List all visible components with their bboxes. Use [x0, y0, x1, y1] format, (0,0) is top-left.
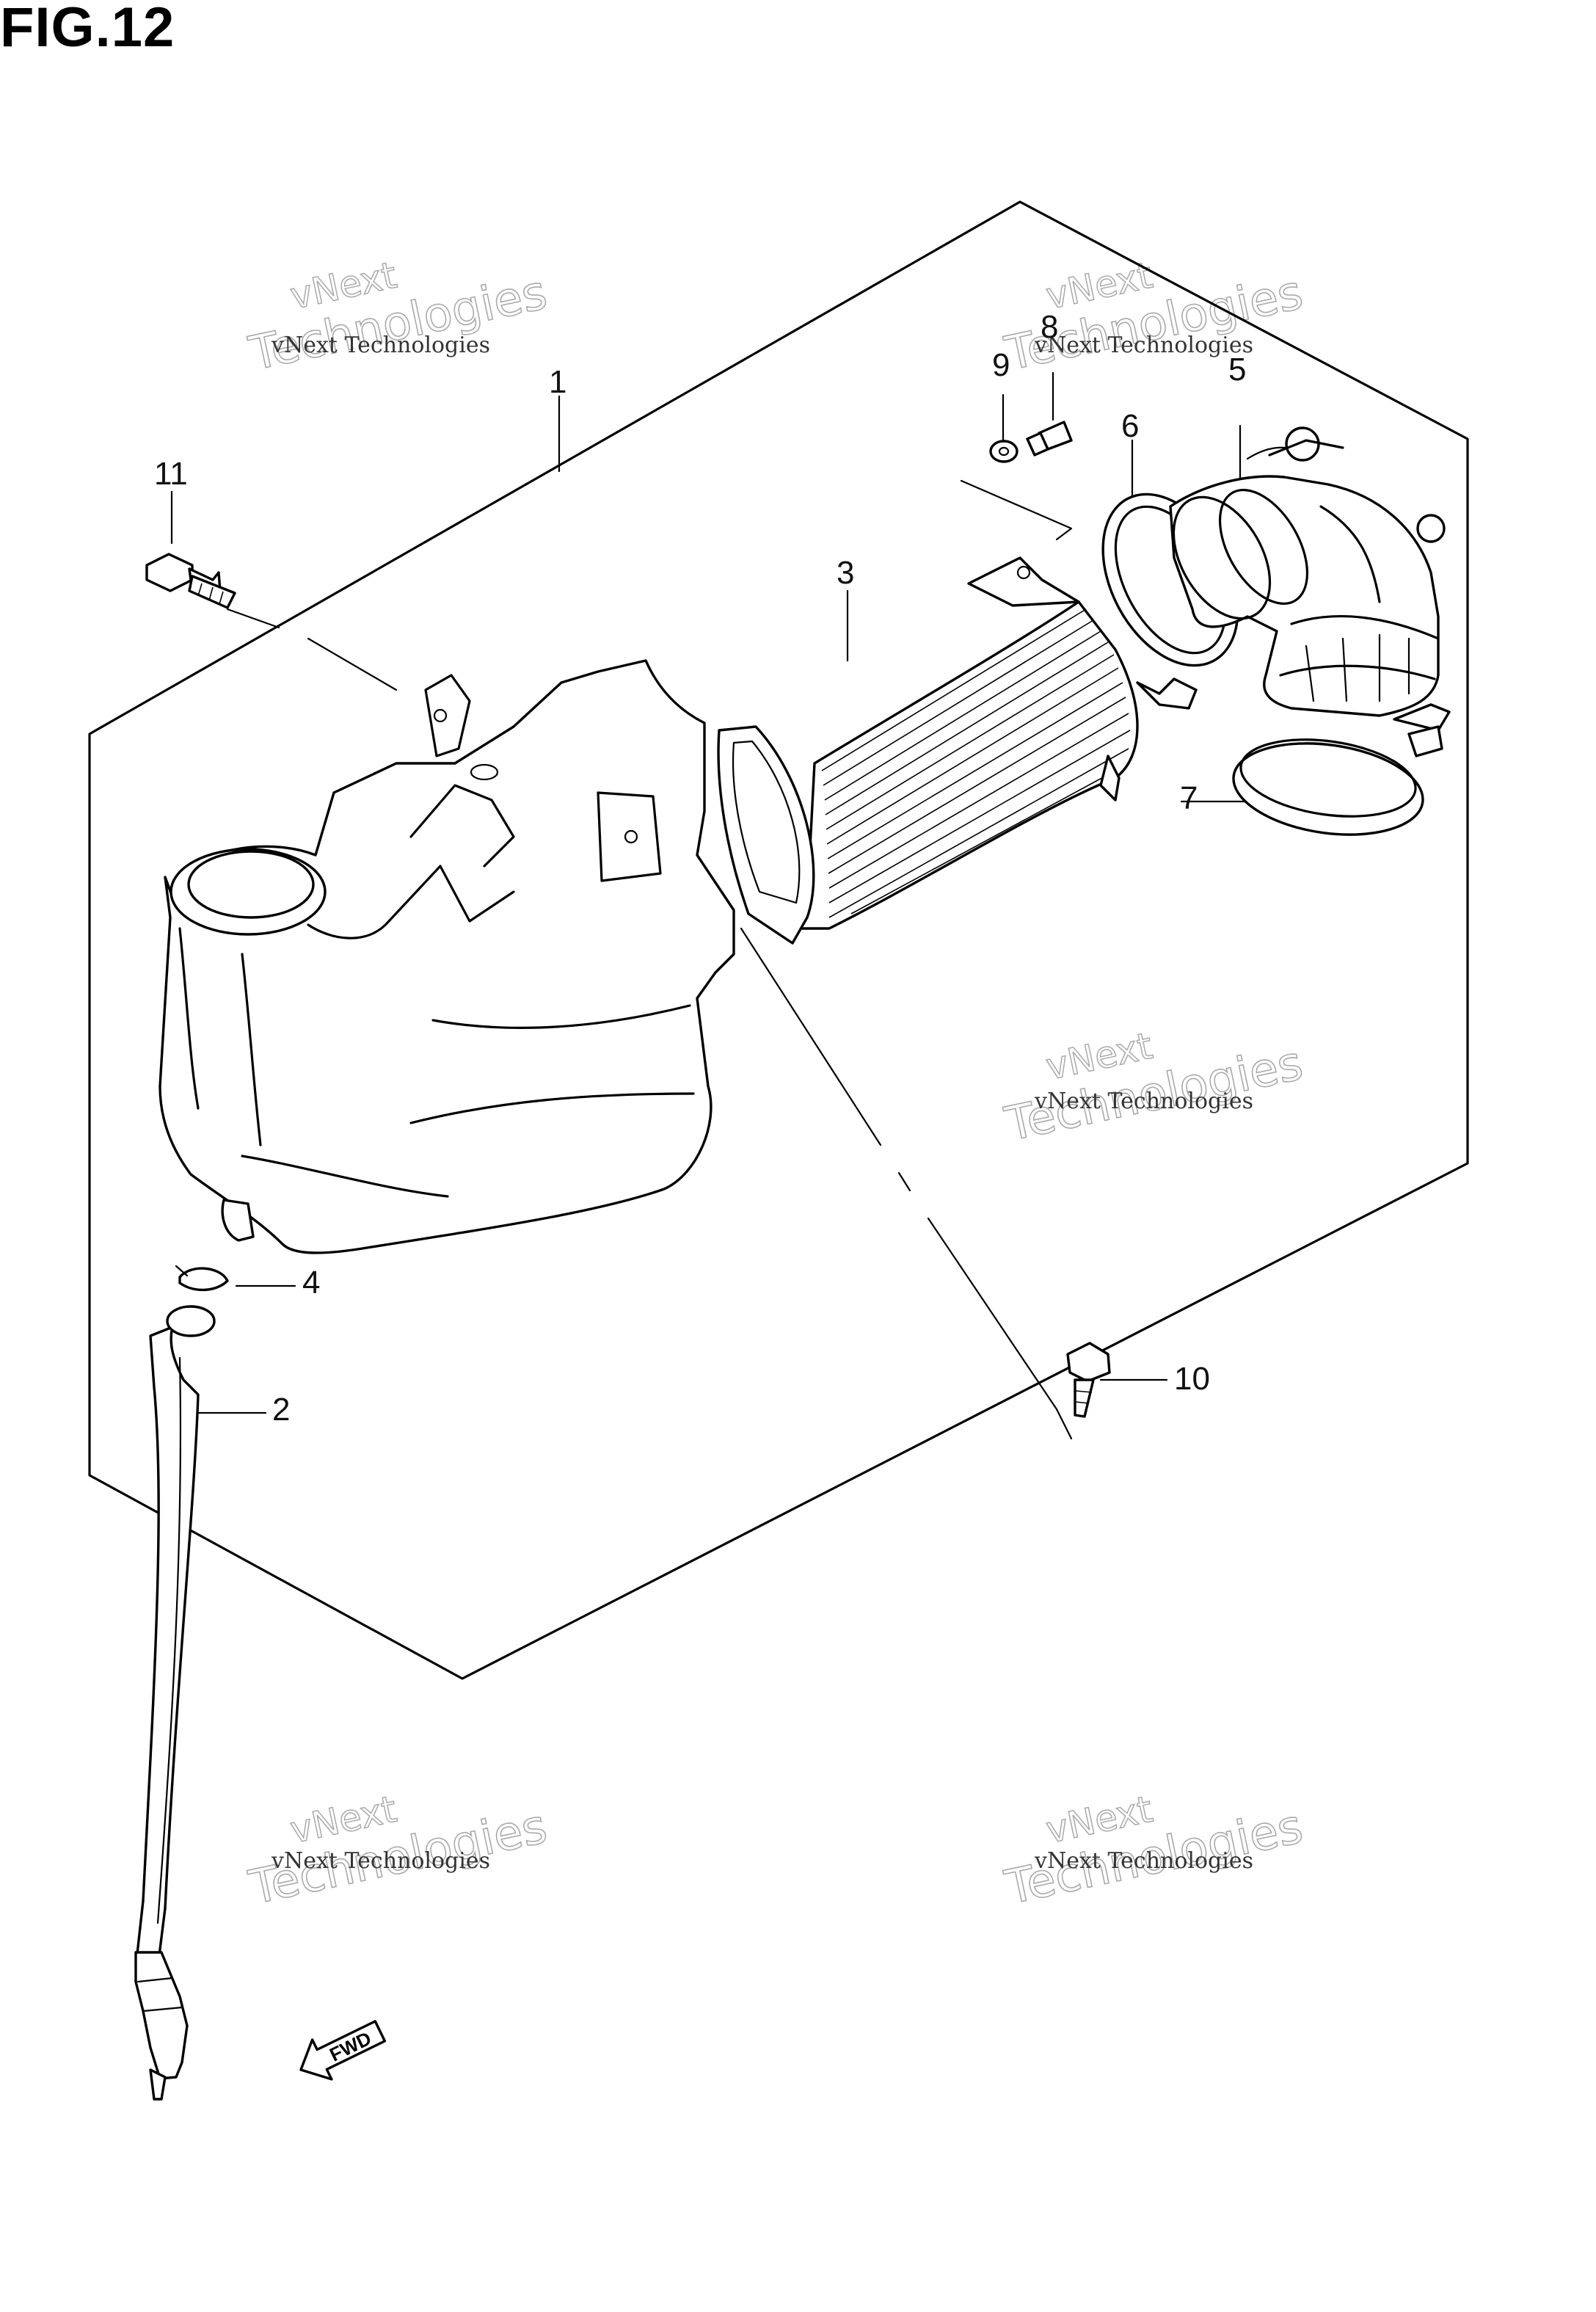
callout-1: 1	[549, 364, 566, 400]
watermark-text-6: vNext Technologies	[1034, 1848, 1253, 1874]
callout-11: 11	[154, 456, 188, 492]
filter-pleats	[821, 608, 1131, 918]
callout-10: 10	[1174, 1361, 1210, 1397]
bolt-10	[1066, 1342, 1111, 1418]
fwd-arrow: FWD	[299, 2020, 387, 2081]
screw-8	[1026, 421, 1073, 457]
watermark-text-4: vNext Technologies	[1034, 1088, 1253, 1114]
alignment-line-10	[740, 927, 1073, 1440]
callout-5: 5	[1228, 352, 1246, 388]
watermark-5: vNext Technologies	[244, 1787, 552, 1916]
watermark-4: vNext Technologies	[999, 1024, 1308, 1153]
watermark-text-5: vNext Technologies	[271, 1848, 490, 1874]
callout-2: 2	[272, 1392, 290, 1428]
alignment-line-8-9	[960, 479, 1073, 541]
alignment-lines	[226, 479, 1073, 1440]
watermark-text-1: vNext Technologies	[271, 332, 490, 358]
clip-4	[175, 1265, 229, 1292]
intake-duct	[1169, 426, 1451, 732]
callout-8: 8	[1041, 309, 1058, 345]
watermark-text-2: vNext Technologies	[1034, 332, 1253, 358]
bolt-11	[145, 553, 236, 609]
callout-9: 9	[992, 347, 1010, 383]
callout-7: 7	[1180, 780, 1198, 816]
figure-title: FIG.12	[0, 0, 175, 59]
air-cleaner-case	[158, 659, 735, 1254]
watermark-6: vNext Technologies	[999, 1787, 1308, 1916]
callout-4: 4	[302, 1265, 320, 1301]
washer-9	[989, 440, 1019, 463]
air-filter-element	[717, 556, 1139, 945]
callout-3: 3	[837, 555, 854, 591]
drain-hose	[134, 1305, 216, 2101]
alignment-line-11	[226, 608, 398, 691]
callout-6: 6	[1121, 408, 1139, 444]
hose-band	[1232, 725, 1443, 836]
assembly-boundary	[88, 200, 1469, 1680]
